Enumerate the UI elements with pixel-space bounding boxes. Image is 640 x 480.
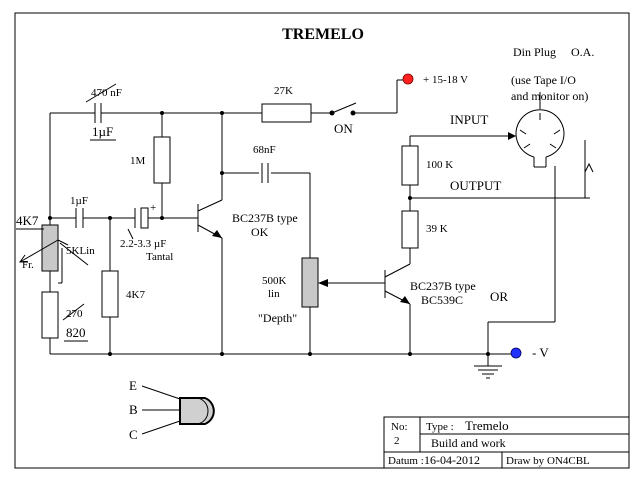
transistor-t1-status: OK <box>251 225 269 239</box>
wiring <box>49 79 590 379</box>
ground-label: - V <box>532 345 549 360</box>
pin-e-label: E <box>129 378 137 393</box>
title-block-no-label: No: <box>391 421 408 433</box>
transistor-t1-type: BC237B type <box>232 211 298 225</box>
resistor-4k7 <box>101 270 119 318</box>
din-title: Din Plug <box>513 45 556 59</box>
tantal-plus: + <box>150 202 156 214</box>
resistor-27k <box>261 103 312 123</box>
pot-depth-taper: lin <box>268 288 280 300</box>
transistor-t1 <box>197 199 223 239</box>
capacitor-input <box>70 208 90 228</box>
capacitor-top-old-value: 470 nF <box>91 87 122 99</box>
resistor-1m-label: 1M <box>130 155 146 167</box>
title-block-drawby-value: ON4CBL <box>547 455 590 467</box>
title-block-datum-label: Datum : <box>388 455 424 467</box>
tantal-type: Tantal <box>146 251 173 263</box>
capacitor-68nf <box>261 163 269 183</box>
din-plug-icon <box>515 109 565 168</box>
din-note-1: (use Tape I/O <box>511 73 576 87</box>
resistor-39k-label: 39 K <box>426 223 448 235</box>
junction-dots <box>48 111 490 356</box>
resistor-820-old-value: 270 <box>66 308 83 320</box>
power-switch[interactable] <box>329 102 357 116</box>
strikethrough-mark <box>85 83 117 103</box>
input-arrow <box>508 132 516 140</box>
pin-c-label: C <box>129 427 138 442</box>
transistor-t2 <box>384 263 411 305</box>
resistor-100k <box>401 145 419 186</box>
resistor-4k7-old-label: 4K7 <box>16 213 39 228</box>
resistor-820 <box>41 291 59 339</box>
title-block-type-value: Tremelo <box>465 418 509 433</box>
resistor-1m <box>153 136 171 184</box>
resistor-27k-label: 27K <box>274 85 293 97</box>
title-block-drawby-label: Draw by <box>506 455 545 467</box>
ground-terminal[interactable] <box>510 347 522 359</box>
pot-frequency-label: Fr. <box>22 259 34 271</box>
capacitor-top <box>94 103 120 123</box>
resistor-39k <box>401 210 419 249</box>
output-label: OUTPUT <box>450 178 501 193</box>
input-label: INPUT <box>450 112 488 127</box>
title-block-datum-value: 16-04-2012 <box>424 453 480 467</box>
strikethrough-5k <box>59 242 89 266</box>
transistor-t2-alt: BC539C <box>421 293 463 307</box>
title-block <box>383 416 630 469</box>
pot-frequency[interactable] <box>41 224 59 272</box>
din-note-2: and monitor on) <box>511 89 588 103</box>
transistor-or-label: OR <box>490 289 508 304</box>
schematic-title: TREMELO <box>282 26 364 43</box>
pin-b-label: B <box>129 402 138 417</box>
transistor-t2-type: BC237B type <box>410 279 476 293</box>
resistor-4k7-label: 4K7 <box>126 289 145 301</box>
power-label: + 15-18 V <box>423 74 468 86</box>
transistor-pinout-icon <box>141 385 215 435</box>
capacitor-top-new-value: 1µF <box>92 124 113 139</box>
capacitor-tantal <box>134 207 149 229</box>
pot-depth[interactable] <box>301 257 319 308</box>
switch-label: ON <box>334 121 353 136</box>
tantal-pointer <box>127 228 134 240</box>
drawing-border <box>14 12 630 469</box>
din-oa: O.A. <box>571 45 594 59</box>
pot-frequency-arrow <box>19 239 59 263</box>
resistor-100k-label: 100 K <box>426 159 453 171</box>
pot-depth-value: 500K <box>262 275 287 287</box>
title-block-no-value: 2 <box>394 435 400 447</box>
capacitor-input-label: 1µF <box>70 195 88 207</box>
pot-depth-label: "Depth" <box>258 311 297 325</box>
tantal-value: 2.2-3.3 µF <box>120 238 166 250</box>
capacitor-68nf-label: 68nF <box>253 144 276 156</box>
resistor-820-new-value: 820 <box>66 325 86 340</box>
title-block-type-label: Type : <box>426 421 454 433</box>
power-terminal[interactable] <box>402 73 414 85</box>
title-block-description: Build and work <box>431 436 506 450</box>
